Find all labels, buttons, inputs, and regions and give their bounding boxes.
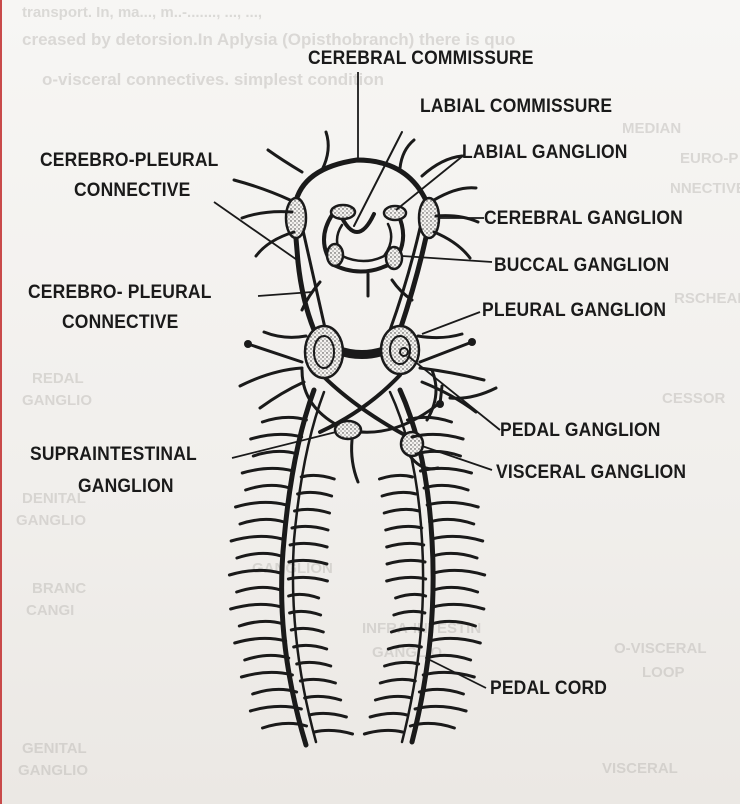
labial-ganglion-right (384, 206, 406, 220)
pedal-medial-nerve (315, 730, 353, 734)
pedal-medial-nerve (289, 560, 327, 564)
pedal-medial-nerve (386, 526, 422, 530)
pedal-medial-nerve (394, 611, 425, 615)
pedal-lateral-nerve (434, 587, 478, 592)
label-pedal-ganglion: PEDAL GANGLION (500, 420, 661, 442)
pedal-medial-nerve (298, 492, 332, 496)
label-cerebro-pleural-connective-1: CEREBRO-PLEURAL (40, 150, 219, 172)
pedal-medial-nerve (385, 662, 419, 666)
pedal-lateral-nerve (433, 553, 477, 558)
pedal-medial-nerve (288, 577, 327, 581)
pedal-medial-nerve (388, 645, 421, 649)
leader-visceral-ganglion (422, 446, 492, 470)
pedal-lateral-nerve (239, 621, 283, 626)
pedal-lateral-nerve (427, 655, 471, 660)
pedal-medial-nerve (384, 509, 419, 513)
buccal-ganglion-right (386, 247, 402, 269)
pedal-lateral-nerve (246, 485, 290, 490)
pedal-medial-nerve (396, 594, 426, 598)
pedal-lateral-nerve (242, 468, 293, 473)
pedal-lateral-nerve (245, 655, 289, 660)
pedal-medial-nerve (370, 713, 407, 717)
pedal-lateral-nerve (432, 536, 483, 541)
pedal-lateral-nerve (240, 519, 284, 524)
label-buccal-ganglion: BUCCAL GANGLION (494, 255, 669, 277)
pedal-lateral-nerve (251, 434, 302, 439)
pedal-lateral-nerve (236, 502, 287, 507)
pedal-lateral-nerve (423, 672, 474, 677)
leader-buccal-ganglion (402, 256, 492, 262)
pedal-lateral-nerve (253, 689, 297, 694)
pleural-ganglion-left (305, 326, 343, 378)
pedal-medial-nerve (295, 509, 330, 513)
leader-pleural-ganglion (422, 312, 480, 334)
pedal-medial-nerve (387, 577, 426, 581)
pedal-lateral-nerve (433, 604, 484, 609)
pedal-lateral-nerve (424, 485, 468, 490)
pedal-lateral-nerve (237, 553, 281, 558)
label-pedal-cord: PEDAL CORD (490, 678, 607, 700)
pedal-medial-nerve (379, 475, 412, 479)
pedal-medial-nerve (391, 628, 423, 632)
pedal-medial-nerve (387, 560, 425, 564)
pedal-lateral-nerve (231, 604, 282, 609)
pedal-lateral-nerve (415, 706, 466, 711)
label-cerebral-ganglion: CEREBRAL GANGLION (484, 208, 683, 230)
pedal-lateral-nerve (229, 570, 280, 575)
pedal-medial-nerve (309, 713, 346, 717)
pedal-lateral-nerve (431, 621, 475, 626)
buccal-ganglion-left (327, 244, 343, 266)
pedal-medial-nerve (380, 679, 415, 683)
label-cerebro-pleural-connective-1b: CONNECTIVE (74, 180, 190, 202)
pedal-lateral-nerve (419, 689, 463, 694)
cerebral-commissure (295, 160, 430, 210)
pedal-lateral-nerve (262, 417, 306, 422)
label-pleural-ganglion: PLEURAL GANGLION (482, 300, 666, 322)
pedal-medial-nerve (364, 730, 402, 734)
pedal-lateral-nerve (253, 451, 297, 456)
label-labial-ganglion: LABIAL GANGLION (462, 142, 628, 164)
pedal-lateral-nerve (241, 672, 292, 677)
label-cerebro-pleural-connective-2b: CONNECTIVE (62, 312, 178, 334)
pedal-lateral-nerve (237, 587, 281, 592)
pedal-lateral-nerve (250, 706, 301, 711)
label-supraintestinal-ganglion: SUPRAINTESTINAL (30, 444, 197, 466)
pedal-lateral-nerve (420, 468, 471, 473)
labial-ganglion-left (331, 205, 355, 219)
pedal-medial-nerve (305, 696, 341, 700)
label-labial-commissure: LABIAL COMMISSURE (420, 96, 612, 118)
cerebral-ganglion-left (286, 198, 306, 238)
pedal-lateral-nerve (434, 570, 485, 575)
pedal-medial-nerve (375, 696, 411, 700)
pedal-medial-nerve (290, 543, 327, 547)
supraintestinal-ganglion (335, 421, 361, 439)
pedal-medial-nerve (382, 492, 416, 496)
label-visceral-ganglion: VISCERAL GANGLION (496, 462, 686, 484)
pedal-lateral-nerve (427, 502, 478, 507)
pedal-medial-nerve (300, 679, 335, 683)
label-supraintestinal-ganglion-b: GANGLION (78, 476, 174, 498)
pedal-lateral-nerve (429, 638, 480, 643)
label-cerebral-commissure: CEREBRAL COMMISSURE (308, 48, 534, 70)
pedal-lateral-nerve (430, 519, 474, 524)
label-cerebro-pleural-connective-2: CEREBRO- PLEURAL (28, 282, 212, 304)
pedal-medial-nerve (297, 662, 331, 666)
pedal-medial-nerve (301, 475, 334, 479)
pedal-medial-nerve (292, 526, 328, 530)
pedal-lateral-nerve (235, 638, 286, 643)
pedal-lateral-nerve (231, 536, 282, 541)
pedal-medial-nerve (387, 543, 424, 547)
